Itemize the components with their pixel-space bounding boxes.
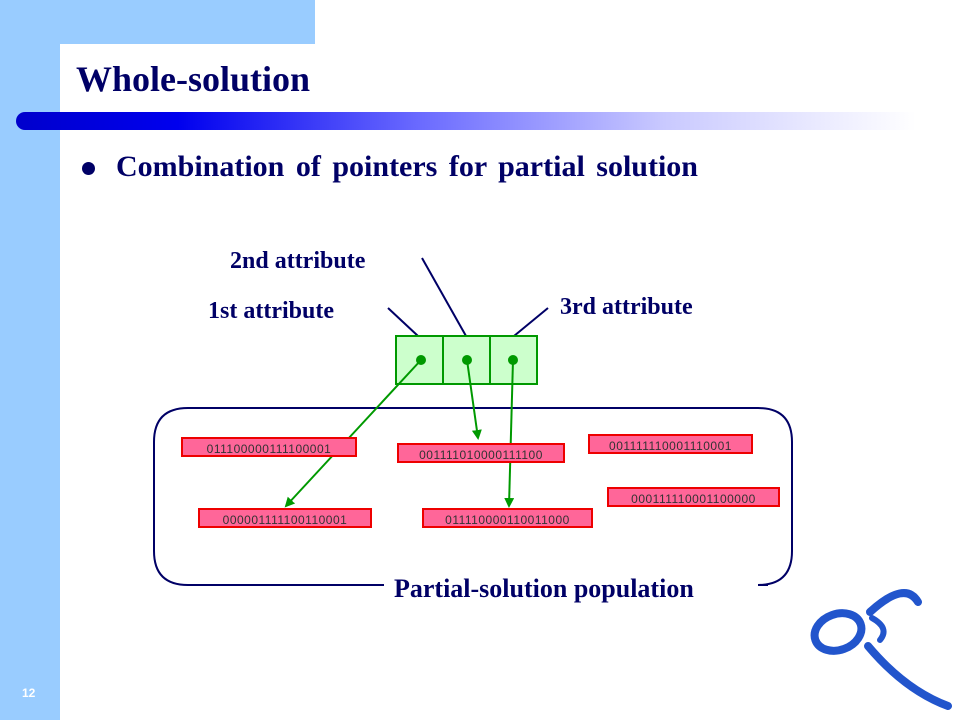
chromosome-item-1: 011100000111100001	[181, 437, 357, 457]
pointer-dot-3	[508, 355, 518, 365]
chromosome-item-5: 000001111100110001	[198, 508, 372, 528]
logo-icon	[810, 589, 952, 710]
bullet-text: Combination of pointers for partial solu…	[116, 150, 698, 183]
top-accent-band	[60, 0, 315, 44]
chromosome-item-2: 001111010000111100	[397, 443, 565, 463]
chromosome-item-6: 011110000110011000	[422, 508, 593, 528]
attribute-label-2nd: 2nd attribute	[230, 248, 366, 274]
leader-line-3rd	[513, 307, 549, 337]
leader-line-2nd	[421, 257, 467, 337]
bullet-icon	[82, 162, 95, 175]
pointer-arrow-1	[284, 359, 422, 508]
slide-title: Whole-solution	[76, 59, 311, 99]
pointer-arrow-2	[466, 359, 482, 440]
chromosome-item-4: 000111110001100000	[607, 487, 780, 507]
chromosome-item-3: 001111110001110001	[588, 434, 753, 454]
attribute-label-3rd: 3rd attribute	[560, 294, 693, 320]
slide-number: 12	[22, 686, 36, 700]
pointer-dot-2	[462, 355, 472, 365]
leader-line-1st	[387, 307, 419, 337]
pointer-dot-1	[416, 355, 426, 365]
pointer-arrow-3	[504, 359, 515, 508]
title-underline-bar	[16, 112, 916, 130]
population-label: Partial-solution population	[386, 574, 702, 604]
attribute-label-1st: 1st attribute	[208, 298, 334, 324]
